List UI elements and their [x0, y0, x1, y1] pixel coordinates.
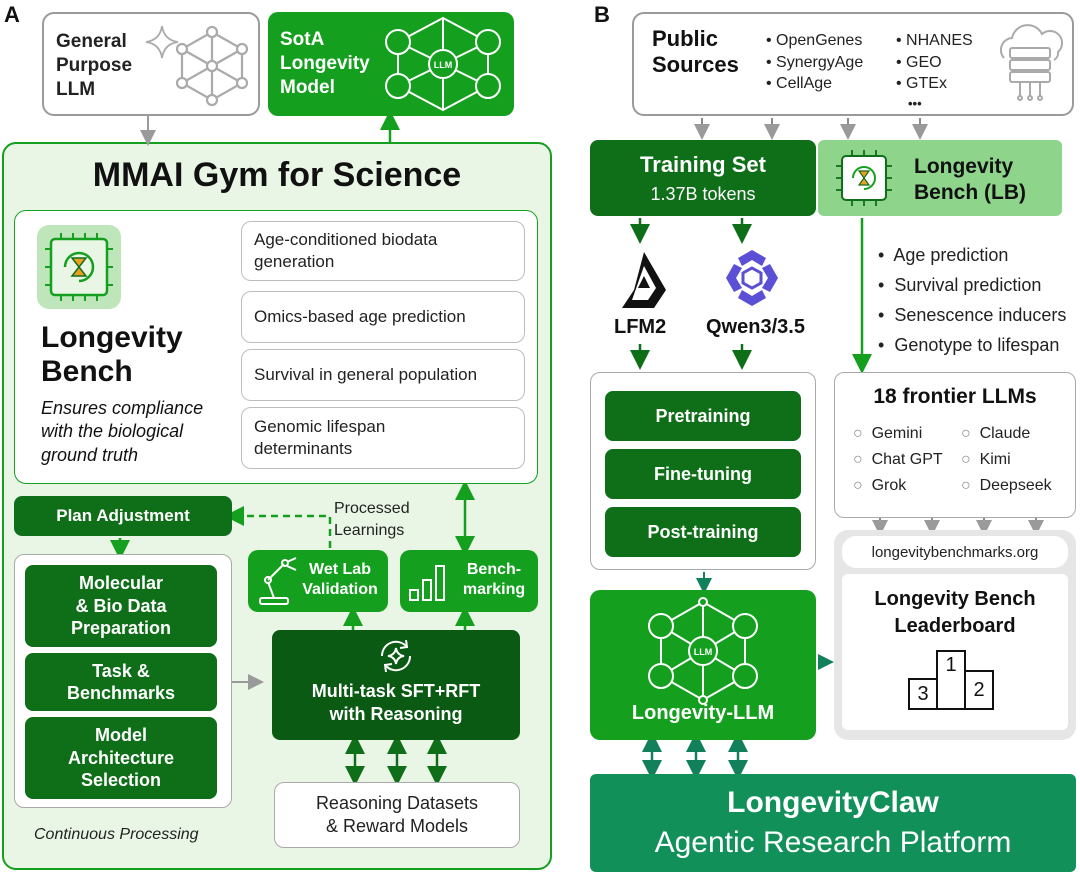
podium-second: 2 [964, 670, 994, 710]
bar-chart-icon [409, 565, 445, 601]
network-hexagon-icon [175, 25, 249, 107]
lb-task-item: • Genotype to lifespan [878, 335, 1060, 355]
lb-title: Longevity Bench (LB) [914, 155, 1026, 204]
continuous-processing-label: Continuous Processing [34, 826, 199, 843]
benchmarking-label: Bench- marking [462, 561, 526, 598]
public-sources-box: Public Sources • OpenGenes • SynergyAge … [632, 12, 1074, 116]
llm-icon-text: LLM [694, 647, 713, 657]
longevity-llm-box: LLM Longevity-LLM [590, 590, 816, 740]
stage-fine-tuning: Fine-tuning [605, 449, 801, 499]
stage-molecular-data: Molecular & Bio Data Preparation [25, 565, 217, 647]
longevity-bench-lb-box: Longevity Bench (LB) [818, 140, 1062, 216]
lb-task-item: • Senescence inducers [878, 305, 1067, 325]
plan-adjustment-box: Plan Adjustment [14, 496, 232, 536]
source-item: • NHANES [896, 32, 973, 49]
panel-b-label: B [594, 2, 610, 27]
frontier-llms-box: 18 frontier LLMs ○ Gemini ○ Chat GPT ○ G… [834, 372, 1076, 518]
wet-lab-label: Wet Lab Validation [302, 561, 378, 598]
claw-subtitle: Agentic Research Platform [654, 826, 1012, 859]
sources-list-2: • NHANES • GEO • GTEx ••• [896, 30, 973, 112]
longevityclaw-platform-box: LongevityClaw Agentic Research Platform [590, 774, 1076, 872]
multitask-training-box: Multi-task SFT+RFT with Reasoning [272, 630, 520, 740]
frontier-item: ○ Deepseek [961, 477, 1052, 494]
general-llm-label: General Purpose LLM [56, 31, 133, 100]
robot-arm-icon [259, 557, 297, 605]
panel-a-label: A [4, 2, 20, 27]
benchmarking-box: Bench- marking [400, 550, 538, 612]
gym-title: MMAI Gym for Science [92, 156, 462, 194]
leaderboard-card: Longevity Bench Leaderboard 1 2 3 [842, 574, 1068, 730]
frontier-title: 18 frontier LLMs [873, 385, 1037, 408]
website-link[interactable]: longevitybenchmarks.org [842, 536, 1068, 568]
model-qwen-label: Qwen3/3.5 [706, 316, 805, 338]
training-stages-panel: Pretraining Fine-tuning Post-training [590, 372, 816, 570]
lb-task-list: • Age prediction • Survival prediction •… [878, 240, 1066, 360]
multitask-label: Multi-task SFT+RFT with Reasoning [311, 681, 481, 724]
model-lfm2-label: LFM2 [614, 316, 667, 338]
bench-item: Omics-based age prediction [241, 291, 525, 343]
bench-chip-icon [37, 225, 121, 309]
lb-chip-icon [832, 146, 896, 210]
lb-task-item: • Age prediction [878, 245, 1009, 265]
training-set-box: Training Set 1.37B tokens [590, 140, 816, 216]
reasoning-datasets-box: Reasoning Datasets & Reward Models [274, 782, 520, 848]
podium-first: 1 [936, 650, 966, 710]
longevity-bench-panel: Longevity Bench Ensures compliance with … [14, 210, 538, 484]
claw-title: LongevityClaw [727, 786, 939, 819]
stage-model-architecture: Model Architecture Selection [25, 717, 217, 799]
sota-model-label: SotA Longevity Model [280, 29, 370, 98]
source-item: • CellAge [766, 75, 833, 93]
stage-task-benchmarks: Task & Benchmarks [25, 653, 217, 711]
frontier-item: ○ Chat GPT [853, 451, 943, 468]
sota-longevity-model-box: SotA Longevity Model LLM [268, 12, 514, 116]
bench-item: Age-conditioned biodata generation [241, 221, 525, 281]
lfm2-logo-icon [622, 252, 666, 308]
lb-task-item: • Survival prediction [878, 275, 1042, 295]
frontier-item: ○ Grok [853, 477, 907, 494]
frontier-list-2: ○ Claude ○ Kimi ○ Deepseek [961, 421, 1052, 499]
podium-third: 3 [908, 678, 938, 710]
llm-network-icon: LLM [648, 597, 758, 705]
frontier-list-1: ○ Gemini ○ Chat GPT ○ Grok [853, 421, 943, 499]
cloud-database-icon [999, 24, 1064, 101]
source-item: • GEO [896, 53, 942, 71]
source-item: • GTEx [896, 75, 947, 93]
sources-list-1: • OpenGenes • SynergyAge • CellAge [766, 30, 863, 95]
leaderboard-title: Longevity Bench Leaderboard [874, 588, 1036, 637]
source-item: • SynergyAge [766, 53, 864, 71]
bench-description: Ensures compliance with the biological g… [41, 398, 204, 465]
continuous-processing-panel: Molecular & Bio Data Preparation Task & … [14, 554, 232, 808]
sparkle-icon [145, 25, 179, 59]
bench-title: Longevity Bench [41, 321, 183, 388]
sources-more: ••• [908, 95, 922, 111]
leaderboard-container: longevitybenchmarks.org Longevity Bench … [834, 530, 1076, 740]
refresh-sparkle-icon [380, 639, 412, 673]
bench-item: Genomic lifespan determinants [241, 407, 525, 469]
llm-icon-text: LLM [434, 60, 453, 70]
longevity-llm-label: Longevity-LLM [631, 702, 775, 724]
general-purpose-llm-box: General Purpose LLM [42, 12, 260, 116]
stage-pretraining: Pretraining [605, 391, 801, 441]
frontier-item: ○ Claude [961, 425, 1031, 442]
public-sources-title: Public Sources [652, 26, 739, 78]
wet-lab-validation-box: Wet Lab Validation [248, 550, 388, 612]
training-set-title: Training Set [640, 152, 766, 177]
training-tokens: 1.37B tokens [650, 184, 756, 204]
frontier-item: ○ Gemini [853, 425, 923, 442]
frontier-item: ○ Kimi [961, 451, 1011, 468]
processed-learnings-label: Processed Learnings [334, 500, 410, 540]
stage-post-training: Post-training [605, 507, 801, 557]
bench-item: Survival in general population [241, 349, 525, 401]
llm-network-icon: LLM [385, 16, 501, 112]
source-item: • OpenGenes [766, 32, 863, 49]
qwen-logo-icon [726, 250, 778, 306]
